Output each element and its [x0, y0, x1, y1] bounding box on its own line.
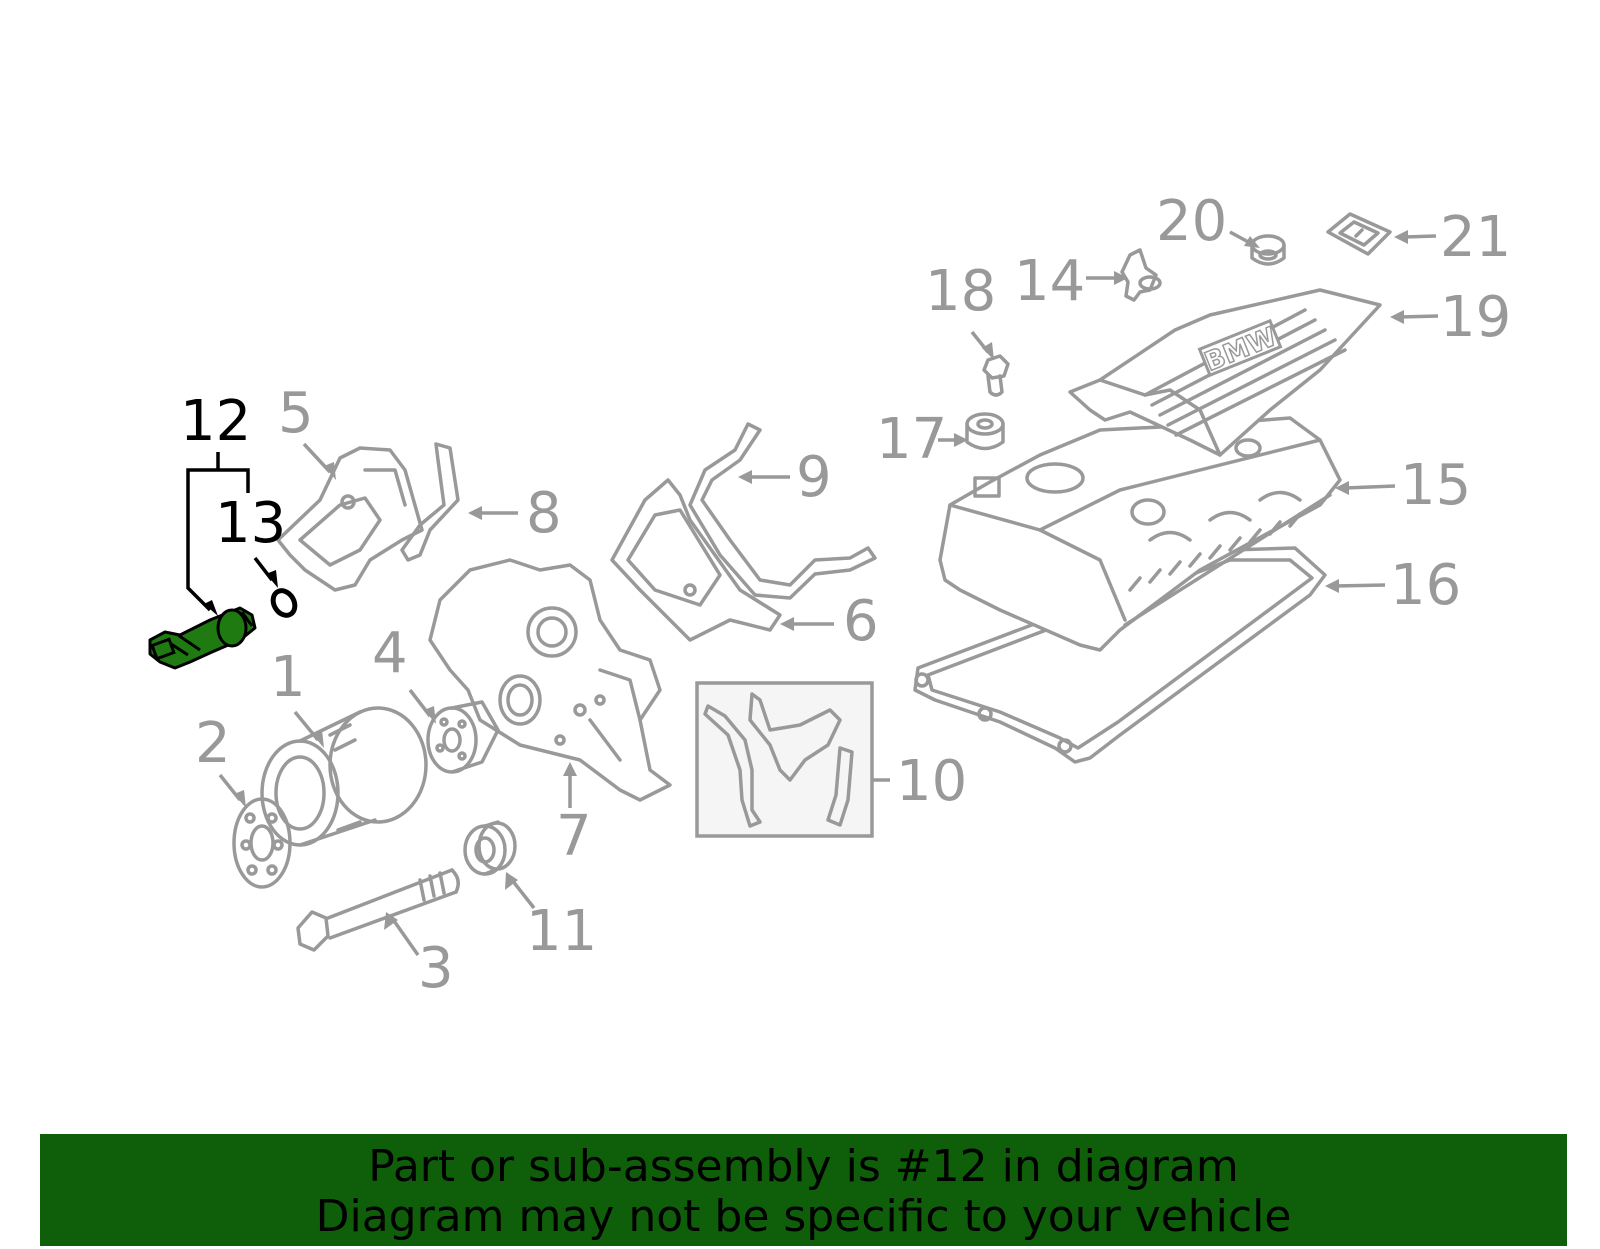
part-1-pulley: [260, 706, 428, 847]
callout-2: 2: [195, 711, 231, 776]
part-20-cap: [1250, 234, 1286, 266]
callout-7: 7: [556, 804, 592, 869]
callout-19: 19: [1440, 285, 1511, 350]
callout-16: 16: [1390, 553, 1461, 618]
callout-17: 17: [876, 407, 947, 472]
callout-3: 3: [418, 936, 454, 1001]
callout-18: 18: [925, 259, 996, 324]
banner-line-1: Part or sub-assembly is #12 in diagram: [368, 1141, 1239, 1192]
part-2-washer: [232, 797, 292, 889]
part-15-valve-cover: [938, 416, 1342, 652]
callout-21: 21: [1440, 205, 1511, 270]
callout-8: 8: [526, 481, 562, 546]
part-13-o-ring: [270, 588, 298, 618]
callout-5: 5: [278, 381, 314, 446]
banner-line-2: Diagram may not be specific to your vehi…: [315, 1191, 1292, 1242]
callout-12: 12: [180, 389, 251, 454]
part-14-sensor: [1120, 248, 1162, 302]
part-16-cover-gasket: [913, 546, 1327, 764]
part-18-stud: [982, 354, 1010, 397]
part-8-gasket: [400, 442, 460, 562]
part-21-plate: [1326, 212, 1392, 256]
leader-lines: [186, 230, 1439, 957]
callout-20: 20: [1156, 189, 1227, 254]
exploded-parts-diagram: BMW: [148, 189, 1511, 1001]
callout-labels: 1 2 3 4 5 6 7 8 9 10 11 12 13 14 15 16 1…: [180, 189, 1511, 1001]
part-19-engine-cover: BMW: [1068, 288, 1382, 457]
callout-1: 1: [270, 645, 306, 710]
part-12-solenoid-highlighted: [148, 606, 257, 670]
part-7-timing-case: [428, 558, 672, 802]
callout-4: 4: [372, 621, 408, 686]
part-10-gasket-set: [695, 681, 874, 838]
callout-10: 10: [896, 749, 967, 814]
callout-13: 13: [215, 491, 286, 556]
part-6-plate: [610, 478, 782, 642]
part-3-bolt: [296, 868, 460, 952]
callout-11: 11: [526, 899, 597, 964]
part-11-seal: [463, 820, 517, 876]
part-4-hub: [426, 700, 500, 774]
callout-6: 6: [843, 589, 879, 654]
part-9-gasket: [688, 422, 877, 600]
part-5-cover: [276, 446, 424, 592]
info-banner: Part or sub-assembly is #12 in diagram D…: [40, 1134, 1567, 1246]
callout-14: 14: [1014, 249, 1085, 314]
part-17-grommet: [965, 412, 1005, 451]
callout-9: 9: [796, 445, 832, 510]
callout-15: 15: [1400, 453, 1471, 518]
